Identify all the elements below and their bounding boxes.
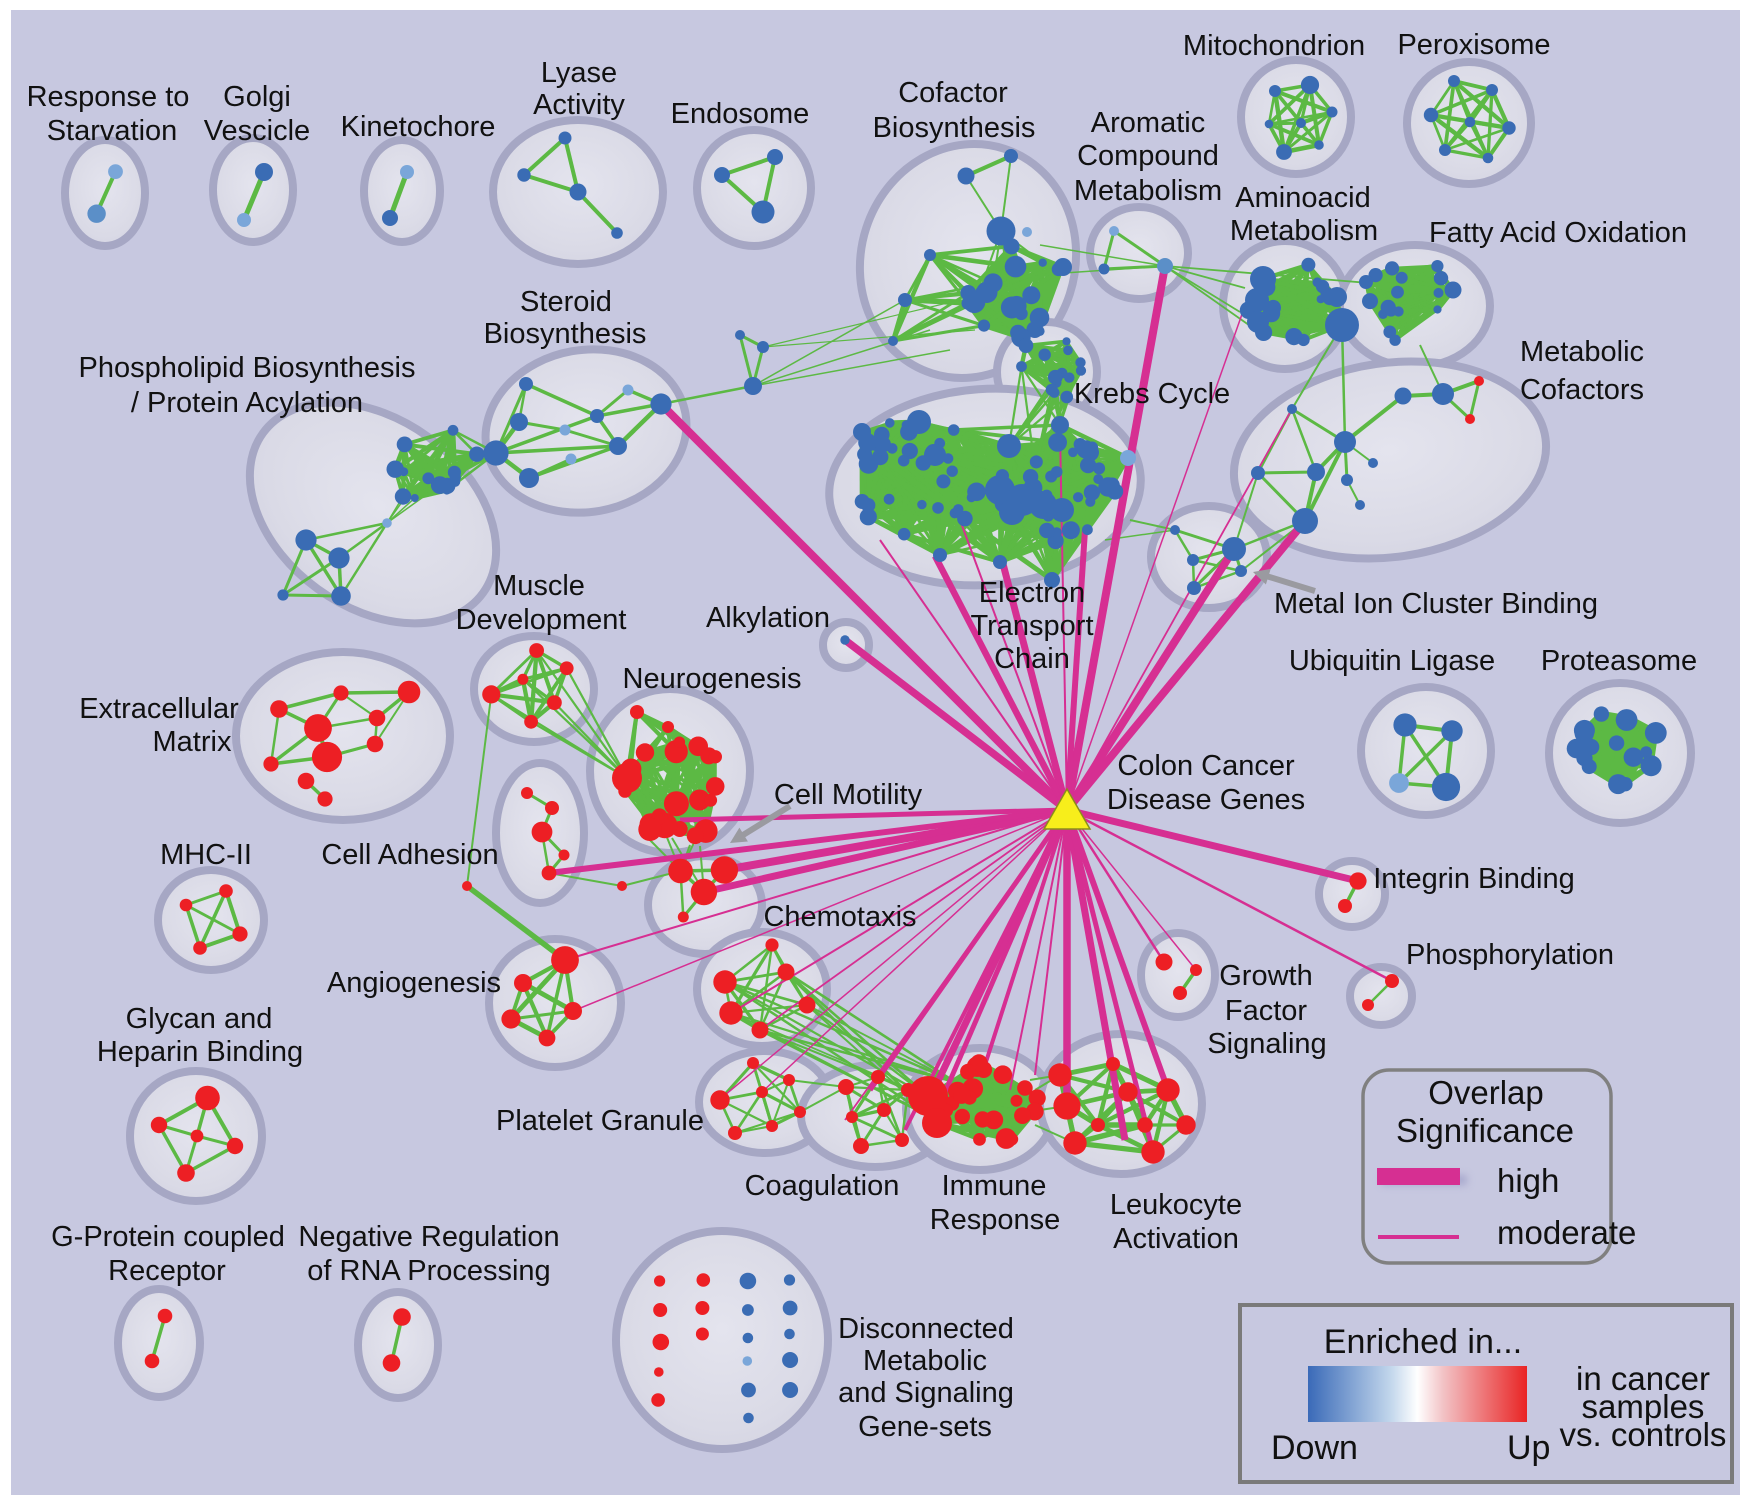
svg-text:Transport: Transport — [970, 610, 1093, 642]
svg-text:Compound: Compound — [1077, 140, 1219, 172]
svg-text:Extracellular: Extracellular — [79, 693, 239, 725]
svg-text:Muscle: Muscle — [493, 570, 585, 602]
svg-text:Immune: Immune — [942, 1170, 1047, 1202]
svg-text:vs. controls: vs. controls — [1560, 1416, 1727, 1453]
svg-text:Chemotaxis: Chemotaxis — [763, 901, 916, 933]
svg-text:Response: Response — [930, 1204, 1061, 1236]
svg-text:Activity: Activity — [533, 89, 625, 121]
svg-text:Chain: Chain — [994, 643, 1070, 675]
svg-text:Colon Cancer: Colon Cancer — [1117, 750, 1295, 782]
svg-text:Signaling: Signaling — [1207, 1028, 1326, 1060]
svg-text:Peroxisome: Peroxisome — [1397, 29, 1550, 61]
svg-text:Krebs Cycle: Krebs Cycle — [1074, 378, 1230, 410]
svg-text:Overlap: Overlap — [1428, 1074, 1544, 1111]
svg-text:Response to: Response to — [27, 81, 190, 113]
svg-text:Fatty Acid Oxidation: Fatty Acid Oxidation — [1429, 217, 1687, 249]
svg-text:Proteasome: Proteasome — [1541, 645, 1697, 677]
svg-text:Receptor: Receptor — [108, 1255, 226, 1287]
svg-text:and Signaling: and Signaling — [838, 1377, 1014, 1409]
svg-text:Starvation: Starvation — [47, 115, 178, 147]
svg-text:G-Protein coupled: G-Protein coupled — [51, 1221, 285, 1253]
svg-text:Neurogenesis: Neurogenesis — [623, 663, 802, 695]
svg-text:MHC-II: MHC-II — [160, 839, 252, 871]
svg-text:Lyase: Lyase — [541, 57, 617, 89]
svg-text:Negative Regulation: Negative Regulation — [298, 1221, 559, 1253]
svg-text:Leukocyte: Leukocyte — [1110, 1189, 1242, 1221]
svg-text:Factor: Factor — [1225, 995, 1308, 1027]
svg-text:Metabolic: Metabolic — [863, 1345, 987, 1377]
svg-text:Aromatic: Aromatic — [1091, 107, 1205, 139]
svg-text:Disease Genes: Disease Genes — [1107, 784, 1305, 816]
svg-text:/ Protein Acylation: / Protein Acylation — [131, 387, 363, 419]
svg-text:moderate: moderate — [1497, 1214, 1636, 1251]
svg-text:Gene-sets: Gene-sets — [858, 1411, 992, 1443]
svg-text:Electron: Electron — [979, 577, 1085, 609]
svg-text:Biosynthesis: Biosynthesis — [873, 112, 1036, 144]
svg-text:Steroid: Steroid — [520, 286, 612, 318]
svg-text:Metal Ion Cluster Binding: Metal Ion Cluster Binding — [1274, 588, 1598, 620]
svg-text:Biosynthesis: Biosynthesis — [484, 318, 647, 350]
svg-text:Development: Development — [456, 604, 627, 636]
svg-text:Cell Adhesion: Cell Adhesion — [321, 839, 498, 871]
svg-text:Platelet Granule: Platelet Granule — [496, 1105, 704, 1137]
svg-text:Cofactors: Cofactors — [1520, 374, 1644, 406]
svg-text:Up: Up — [1507, 1429, 1550, 1467]
svg-text:high: high — [1497, 1162, 1559, 1199]
svg-text:Vescicle: Vescicle — [204, 115, 310, 147]
svg-text:Metabolism: Metabolism — [1230, 215, 1378, 247]
svg-text:Phospholipid Biosynthesis: Phospholipid Biosynthesis — [79, 352, 416, 384]
svg-text:Disconnected: Disconnected — [838, 1313, 1014, 1345]
svg-text:Down: Down — [1271, 1429, 1358, 1467]
svg-text:Metabolism: Metabolism — [1074, 175, 1222, 207]
svg-text:Cofactor: Cofactor — [898, 77, 1008, 109]
svg-text:Golgi: Golgi — [223, 81, 291, 113]
svg-text:Activation: Activation — [1113, 1223, 1239, 1255]
svg-text:Matrix: Matrix — [153, 726, 232, 758]
svg-text:Aminoacid: Aminoacid — [1235, 182, 1370, 214]
svg-text:Heparin Binding: Heparin Binding — [97, 1036, 303, 1068]
svg-text:Alkylation: Alkylation — [706, 602, 830, 634]
svg-text:Significance: Significance — [1396, 1112, 1574, 1149]
svg-text:Kinetochore: Kinetochore — [341, 111, 496, 143]
svg-text:Phosphorylation: Phosphorylation — [1406, 939, 1614, 971]
svg-text:Angiogenesis: Angiogenesis — [327, 967, 501, 999]
svg-text:Coagulation: Coagulation — [745, 1170, 900, 1202]
svg-text:Enriched in...: Enriched in... — [1324, 1323, 1522, 1361]
svg-text:Growth: Growth — [1219, 960, 1312, 992]
svg-text:Ubiquitin Ligase: Ubiquitin Ligase — [1289, 645, 1495, 677]
svg-text:Integrin Binding: Integrin Binding — [1373, 863, 1575, 895]
svg-text:of RNA Processing: of RNA Processing — [307, 1255, 550, 1287]
svg-text:Mitochondrion: Mitochondrion — [1183, 30, 1365, 62]
svg-text:Cell Motility: Cell Motility — [774, 779, 923, 811]
svg-text:Glycan and: Glycan and — [126, 1003, 273, 1035]
svg-text:Endosome: Endosome — [671, 98, 810, 130]
svg-text:Metabolic: Metabolic — [1520, 336, 1644, 368]
